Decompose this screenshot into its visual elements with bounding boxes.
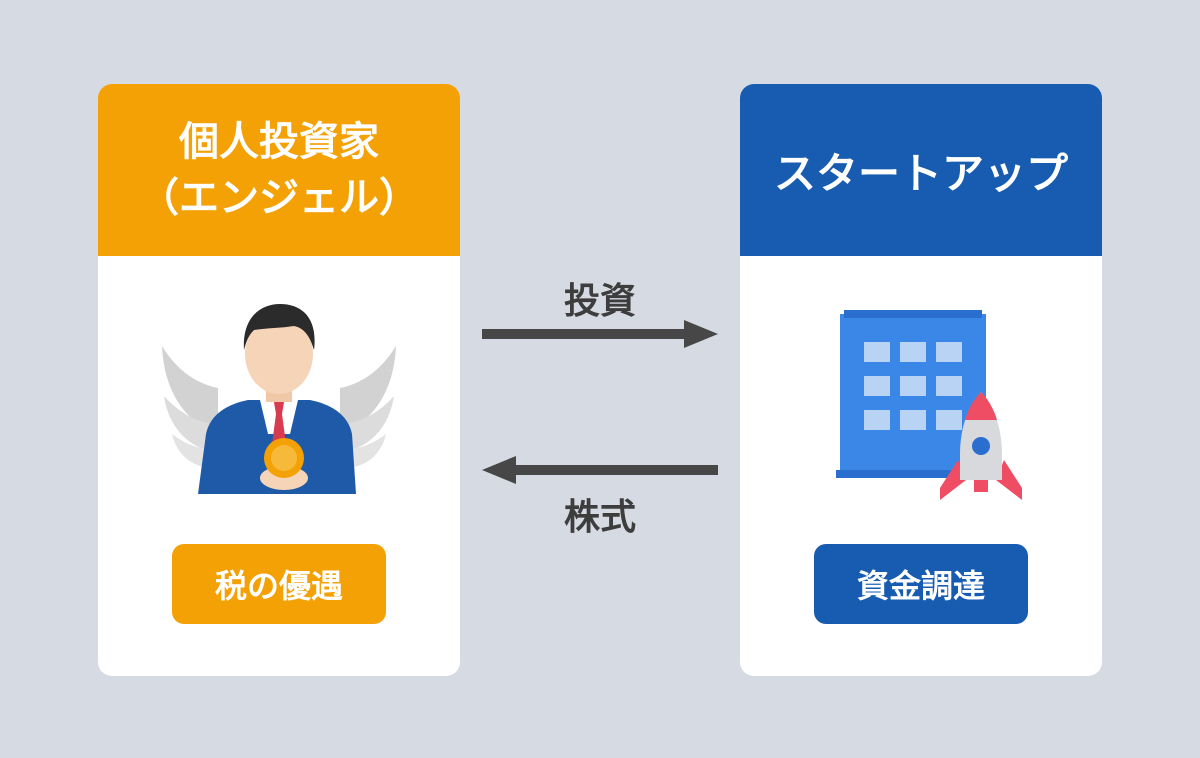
startup-card: スタートアップ (740, 84, 1102, 676)
invest-label: 投資 (563, 281, 636, 322)
hair-icon (243, 304, 315, 350)
angel-investor-icon (162, 304, 396, 494)
stock-label: 株式 (563, 497, 636, 538)
tax-benefit-badge: 税の優遇 (172, 544, 386, 624)
investor-header: 個人投資家 （エンジェル） (98, 84, 460, 256)
arrow-left-icon (482, 456, 718, 484)
arrow-right-icon (482, 320, 718, 348)
startup-title: スタートアップ (773, 148, 1068, 198)
fundraising-badge: 資金調達 (814, 544, 1028, 624)
investor-subtitle: （エンジェル） (139, 175, 419, 221)
face-icon (245, 314, 313, 394)
rocket-icon (940, 392, 1022, 500)
building-rocket-icon (836, 310, 1022, 500)
investor-card: 個人投資家 （エンジェル） 税の優遇 (98, 84, 460, 676)
investor-title: 個人投資家 (179, 119, 379, 165)
startup-header: スタートアップ (740, 84, 1102, 256)
